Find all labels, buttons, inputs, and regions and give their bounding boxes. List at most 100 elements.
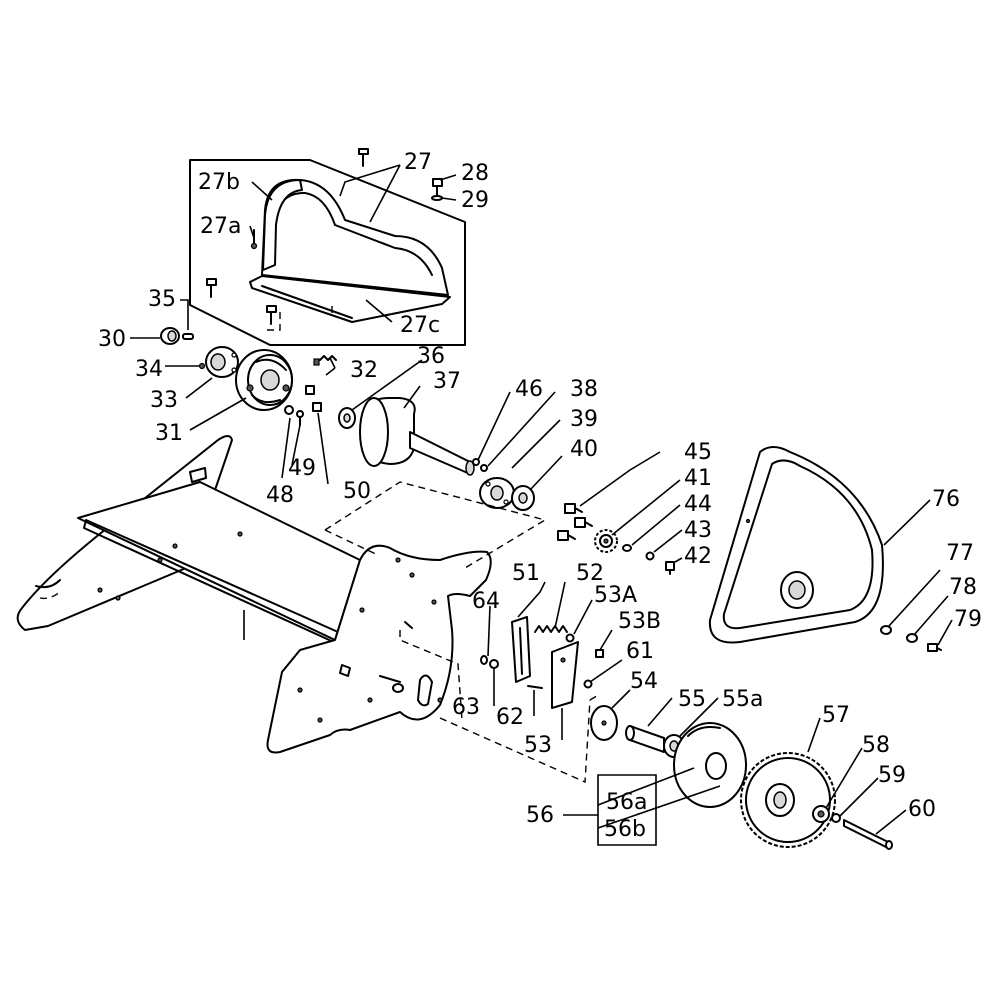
- callout-27b: 27b: [198, 170, 240, 195]
- bearing-40: [511, 485, 535, 511]
- callout-41: 41: [684, 466, 712, 491]
- screw-34: [198, 362, 206, 370]
- callout-78: 78: [949, 575, 977, 600]
- leader-lines: [130, 164, 953, 846]
- sprocket-57: [740, 752, 836, 848]
- bearing-flange-group: [472, 458, 535, 511]
- callout-30: 30: [98, 327, 126, 352]
- callout-53: 53: [524, 733, 552, 758]
- callout-61: 61: [626, 639, 654, 664]
- clutch-hub-33: [205, 346, 239, 378]
- sprocket-41: [594, 529, 618, 553]
- callout-76: 76: [932, 487, 960, 512]
- callout-49: 49: [288, 456, 316, 481]
- callout-45: 45: [684, 440, 712, 465]
- bolt-42: [665, 561, 675, 575]
- callout-56a: 56a: [606, 790, 647, 815]
- callout-50: 50: [343, 479, 371, 504]
- callout-35: 35: [148, 287, 176, 312]
- callout-64: 64: [472, 589, 500, 614]
- callout-54: 54: [630, 669, 658, 694]
- washer-44: [622, 544, 632, 552]
- nut-43: [645, 551, 655, 561]
- shaft-55: [625, 725, 665, 753]
- bolt-45c: [557, 530, 576, 541]
- callout-46: 46: [515, 377, 543, 402]
- callout-labels: 27 27b 27a 27c 28 29 35 30 34 33 31 32 3…: [98, 150, 982, 842]
- frame-right-side-plate: [266, 544, 492, 754]
- callout-36: 36: [417, 344, 445, 369]
- callout-32: 32: [350, 358, 378, 383]
- callout-55a: 55a: [722, 687, 763, 712]
- callout-27a: 27a: [200, 214, 241, 239]
- callout-77: 77: [946, 541, 974, 566]
- spring-32: [313, 355, 337, 366]
- hardware-48-50: [284, 385, 322, 426]
- callout-58: 58: [862, 733, 890, 758]
- callout-48: 48: [266, 483, 294, 508]
- washer-54: [590, 705, 618, 741]
- callout-38: 38: [570, 377, 598, 402]
- bolt-79: [927, 643, 942, 652]
- spring-52: [534, 625, 568, 633]
- washer-63: [489, 659, 499, 669]
- callout-56b: 56b: [604, 817, 646, 842]
- callout-40: 40: [570, 437, 598, 462]
- callout-27: 27: [404, 150, 432, 175]
- belt-guard-cover: [261, 178, 449, 296]
- nut-53A: [565, 633, 575, 643]
- callout-59: 59: [878, 763, 906, 788]
- flange-39: [479, 477, 515, 509]
- nut-64: [480, 655, 488, 665]
- clutch-group: [160, 327, 337, 426]
- callout-44: 44: [684, 492, 712, 517]
- main-frame: [16, 435, 492, 754]
- nut-46: [472, 458, 480, 466]
- callout-53A: 53A: [594, 583, 637, 608]
- callout-37: 37: [433, 369, 461, 394]
- idler-arm-53: [551, 641, 579, 709]
- belt-guard-side-27b: [262, 179, 303, 271]
- bolt-top: [358, 148, 369, 167]
- bolt-28: [432, 178, 443, 197]
- callout-52: 52: [576, 561, 604, 586]
- washer-59: [831, 813, 841, 823]
- callout-60: 60: [908, 797, 936, 822]
- bracket-51: [511, 616, 531, 683]
- callout-29: 29: [461, 188, 489, 213]
- callout-31: 31: [155, 421, 183, 446]
- callout-28: 28: [461, 161, 489, 186]
- bolt-45b: [574, 517, 593, 528]
- callout-55: 55: [678, 687, 706, 712]
- belt-guard-base-plate: [249, 275, 451, 323]
- clutch-drum-31: [235, 349, 293, 411]
- pulley-37: [359, 397, 475, 476]
- belt-guard-inset-frame: [189, 159, 466, 346]
- bolt-53B: [595, 649, 604, 658]
- nut-78: [906, 633, 918, 643]
- washer-38: [480, 464, 488, 472]
- pin-62: [527, 685, 543, 689]
- washer-77: [880, 625, 892, 635]
- pin-35: [182, 333, 194, 340]
- callout-34: 34: [135, 357, 163, 382]
- cap-30: [160, 327, 180, 345]
- bearing-36: [338, 407, 356, 429]
- callout-79: 79: [954, 607, 982, 632]
- hub-56: [673, 722, 747, 808]
- callout-56: 56: [526, 803, 554, 828]
- bolt-mid-lower: [266, 305, 277, 325]
- callout-57: 57: [822, 703, 850, 728]
- belt-guard-group: [189, 148, 466, 346]
- bolt-45a: [564, 503, 583, 514]
- washer-29: [431, 195, 443, 201]
- bolt-left-lower: [206, 278, 217, 298]
- callout-43: 43: [684, 518, 712, 543]
- chain-case-cover-group: [708, 446, 942, 652]
- callout-27c: 27c: [400, 313, 440, 338]
- axle-pin-60: [843, 819, 893, 850]
- callout-39: 39: [570, 407, 598, 432]
- callout-53B: 53B: [618, 609, 661, 634]
- callout-63: 63: [452, 695, 480, 720]
